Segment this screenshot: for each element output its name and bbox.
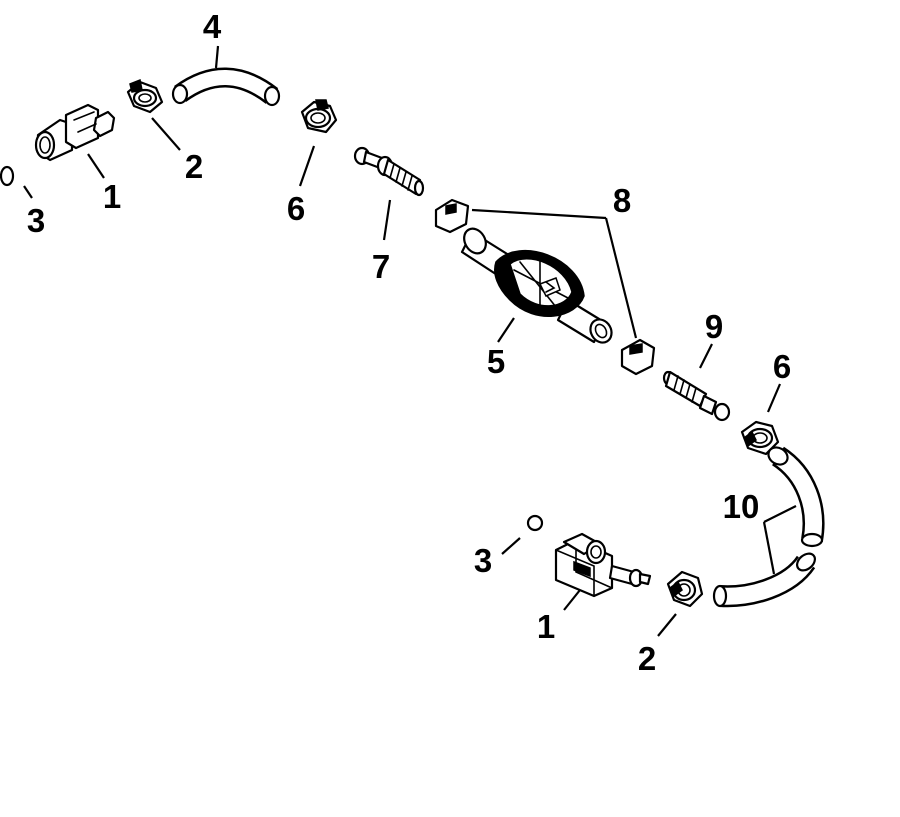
- leader-1-top: [87, 153, 105, 179]
- callout-2-bottom: 2: [638, 640, 656, 677]
- leader-lines: [23, 45, 797, 637]
- callout-labels: 1 2 3 4 6 7 8 5 9 6 10 3 1 2: [27, 8, 791, 677]
- callout-1-top: 1: [103, 178, 121, 215]
- leader-8-a: [471, 208, 607, 220]
- part-5-primer-bulb: [460, 227, 613, 344]
- part-3-oring-top: [0, 165, 15, 187]
- leader-10-a: [763, 505, 797, 523]
- leader-9: [699, 343, 713, 369]
- part-8-clip-upper: [434, 198, 470, 234]
- part-2-clamp-bottom: [666, 570, 704, 608]
- leader-1-bottom: [563, 589, 581, 611]
- callout-6-top: 6: [287, 190, 305, 227]
- leader-2-bottom: [657, 613, 677, 637]
- part-1-connector-top: [34, 103, 116, 162]
- part-6-clamp-top: [300, 99, 338, 134]
- part-1-connector-bottom: [554, 532, 652, 598]
- callout-5: 5: [487, 343, 505, 380]
- part-2-clamp-top: [126, 78, 164, 114]
- callout-1-bottom: 1: [537, 608, 555, 645]
- callout-8: 8: [613, 182, 631, 219]
- leader-5: [497, 317, 515, 343]
- leader-3-top: [23, 185, 33, 199]
- leader-6-bottom: [766, 383, 782, 413]
- callout-10: 10: [723, 488, 760, 525]
- callout-3-bottom: 3: [474, 542, 492, 579]
- part-4-hose: [171, 67, 281, 107]
- part-3-oring-bottom: [526, 514, 544, 532]
- leader-10-b: [762, 521, 776, 575]
- part-8-clip-lower: [620, 338, 656, 376]
- callout-4: 4: [203, 8, 222, 45]
- leader-7: [382, 199, 392, 241]
- part-6-clamp-bottom: [740, 420, 780, 456]
- part-9-barb-fitting: [662, 370, 731, 422]
- leader-4: [214, 45, 220, 69]
- part-7-barb-fitting: [353, 146, 425, 197]
- callout-2-top: 2: [185, 148, 203, 185]
- callout-3-top: 3: [27, 202, 45, 239]
- leader-2-top: [151, 117, 181, 151]
- part-10-hoses: [712, 446, 825, 608]
- callout-9: 9: [705, 308, 723, 345]
- leader-8-b: [604, 217, 638, 339]
- leader-6-top: [298, 145, 316, 187]
- callout-7: 7: [372, 248, 390, 285]
- leader-3-bottom: [501, 537, 521, 555]
- callout-6-bottom: 6: [773, 348, 791, 385]
